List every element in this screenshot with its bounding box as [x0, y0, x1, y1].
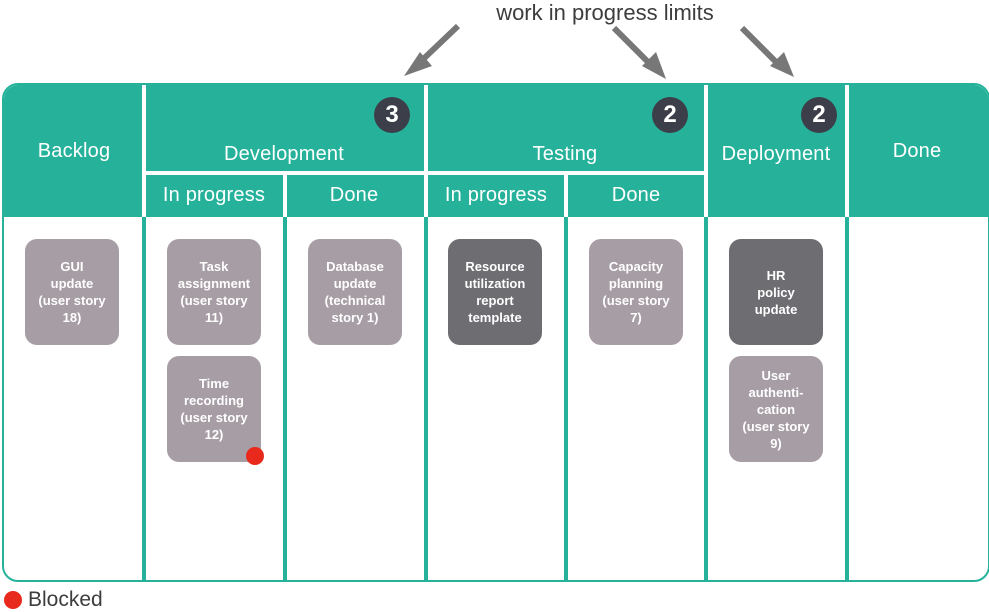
header-testing: Testing — [426, 85, 704, 173]
header-divider — [424, 85, 428, 217]
column-development-label: Development — [223, 142, 345, 165]
blocked-legend-dot — [4, 591, 22, 609]
column-divider — [564, 217, 568, 580]
card-capacity-planning[interactable]: Capacity planning (user story 7) — [589, 239, 683, 345]
card-resource-utilization[interactable]: Resource utilization report template — [448, 239, 542, 345]
column-deployment-label: Deployment — [721, 142, 831, 165]
arrow-testing — [611, 25, 658, 72]
card-label: Capacity planning (user story 7) — [602, 259, 670, 325]
subheader-dev-done: Done — [284, 173, 424, 217]
header-divider — [144, 171, 706, 175]
subcolumn-label: In progress — [162, 183, 266, 206]
column-done-label: Done — [892, 139, 942, 162]
legend: Blocked — [4, 588, 103, 612]
header-divider — [704, 85, 708, 217]
subheader-test-done: Done — [566, 173, 706, 217]
wip-badge-testing: 2 — [652, 97, 688, 133]
card-time-recording[interactable]: Time recording (user story 12) — [167, 356, 261, 462]
card-label: HR policy update — [754, 267, 798, 317]
header-backlog: Backlog — [4, 85, 144, 217]
column-backlog-label: Backlog — [37, 139, 111, 162]
card-database-update[interactable]: Database update (technical story 1) — [308, 239, 402, 345]
header-divider — [564, 173, 568, 217]
card-label: Time recording (user story 12) — [180, 376, 248, 442]
card-user-authentication[interactable]: User authenti- cation (user story 9) — [729, 356, 823, 462]
card-label: User authenti- cation (user story 9) — [742, 367, 810, 451]
wip-badge-deployment: 2 — [801, 97, 837, 133]
card-task-assignment[interactable]: Task assignment (user story 11) — [167, 239, 261, 345]
arrow-development — [412, 23, 461, 70]
wip-badge-development: 3 — [374, 97, 410, 133]
card-label: Database update (technical story 1) — [324, 259, 386, 325]
column-divider — [704, 217, 708, 580]
header-divider — [142, 85, 146, 217]
subheader-dev-in-progress: In progress — [144, 173, 284, 217]
card-label: GUI update (user story 18) — [38, 259, 106, 325]
kanban-board: Backlog Development Testing Deployment D… — [2, 83, 989, 582]
subcolumn-label: Done — [329, 183, 379, 206]
card-label: Task assignment (user story 11) — [177, 259, 251, 325]
header-divider — [845, 85, 849, 217]
column-divider — [845, 217, 849, 580]
column-divider — [283, 217, 287, 580]
arrow-deployment — [739, 25, 786, 72]
header-development: Development — [144, 85, 424, 173]
blocked-legend-label: Blocked — [28, 588, 103, 611]
header-done: Done — [846, 85, 988, 217]
subcolumn-label: Done — [611, 183, 661, 206]
wip-limits-caption: work in progress limits — [496, 0, 714, 25]
card-label: Resource utilization report template — [464, 259, 526, 325]
blocked-marker — [246, 447, 264, 465]
column-divider — [424, 217, 428, 580]
subcolumn-label: In progress — [444, 183, 548, 206]
header-divider — [283, 173, 287, 217]
card-hr-policy-update[interactable]: HR policy update — [729, 239, 823, 345]
column-divider — [142, 217, 146, 580]
column-testing-label: Testing — [532, 142, 598, 165]
subheader-test-in-progress: In progress — [426, 173, 566, 217]
card-gui-update[interactable]: GUI update (user story 18) — [25, 239, 119, 345]
